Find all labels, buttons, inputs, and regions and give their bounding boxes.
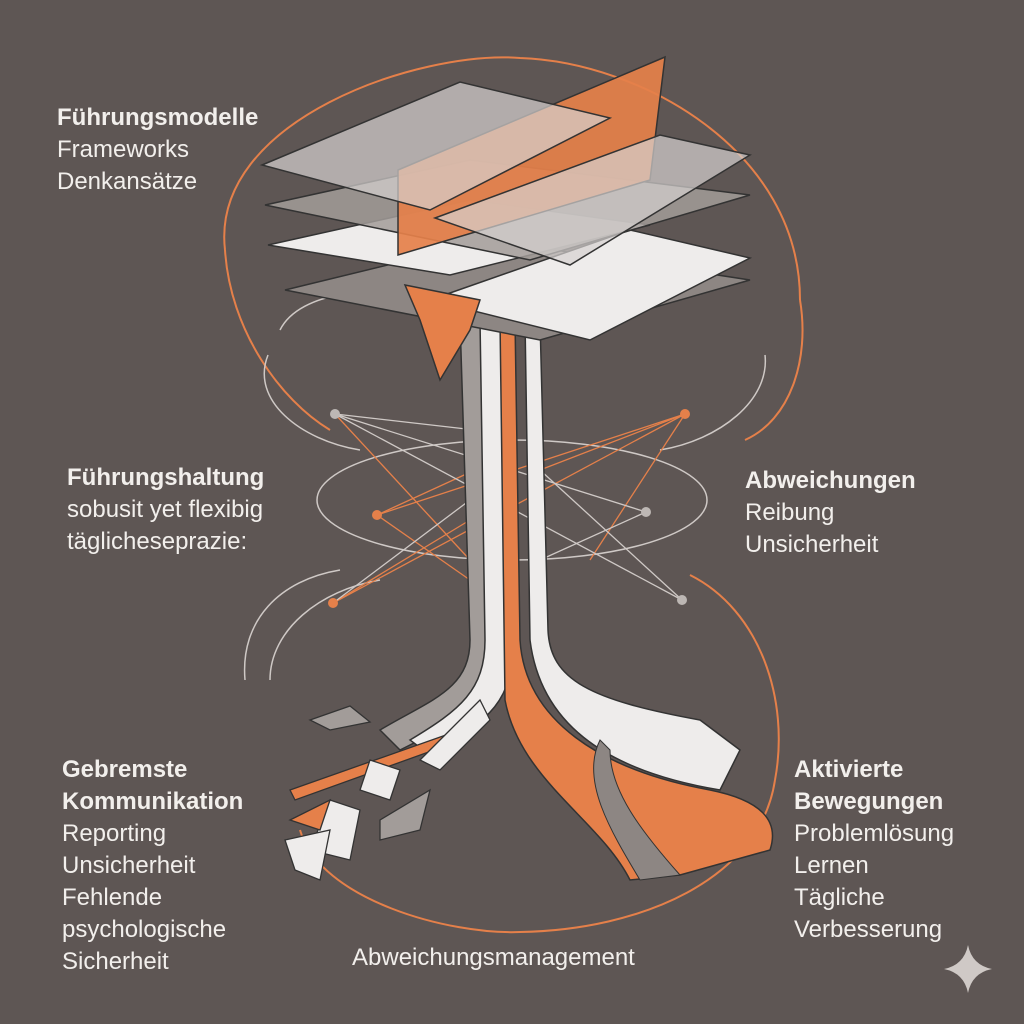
block-line: täglicheseprazie:: [67, 528, 248, 555]
block-line: Fehlende: [62, 884, 163, 911]
network-nodes: [328, 409, 690, 608]
block-title: Bewegungen: [794, 788, 944, 815]
block-line: Unsicherheit: [745, 531, 879, 558]
block-fuehrungshaltung: Führungshaltung sobusit yet flexibig täg…: [67, 462, 264, 558]
bottom-label: Abweichungsmanagement: [352, 944, 635, 971]
block-line: Lernen: [794, 852, 869, 879]
block-title: Abweichungen: [745, 467, 916, 494]
block-title: Führungshaltung: [67, 464, 265, 491]
block-line: Unsicherheit: [62, 852, 196, 879]
stem: [378, 319, 774, 881]
block-line: Denkansätze: [57, 168, 198, 195]
block-line: Reporting: [62, 820, 167, 847]
sparkle-icon: [944, 945, 992, 993]
block-fuehrungsmodelle: Führungsmodelle Frameworks Denkansätze: [57, 102, 258, 198]
block-line: Reibung: [745, 499, 835, 526]
block-gebremste-kommunikation: Gebremste Kommunikation Reporting Unsich…: [62, 754, 243, 978]
block-line: Frameworks: [57, 136, 190, 163]
block-abweichungen: Abweichungen Reibung Unsicherheit: [745, 465, 916, 561]
block-line: Problemlösung: [794, 820, 955, 847]
block-aktivierte-bewegungen: Aktivierte Bewegungen Problemlösung Lern…: [794, 754, 954, 946]
block-line: Tägliche: [794, 884, 885, 911]
block-title: Aktivierte: [794, 756, 904, 783]
block-line: Verbesserung: [794, 916, 943, 943]
block-line: psychologische: [62, 916, 227, 943]
block-title: Führungsmodelle: [57, 104, 259, 131]
block-line: sobusit yet flexibig: [67, 496, 264, 523]
block-title: Kommunikation: [62, 788, 244, 815]
block-title: Gebremste: [62, 756, 188, 783]
fragments: [284, 698, 491, 881]
block-line: Sicherheit: [62, 948, 169, 975]
layer-planes: [259, 55, 753, 382]
